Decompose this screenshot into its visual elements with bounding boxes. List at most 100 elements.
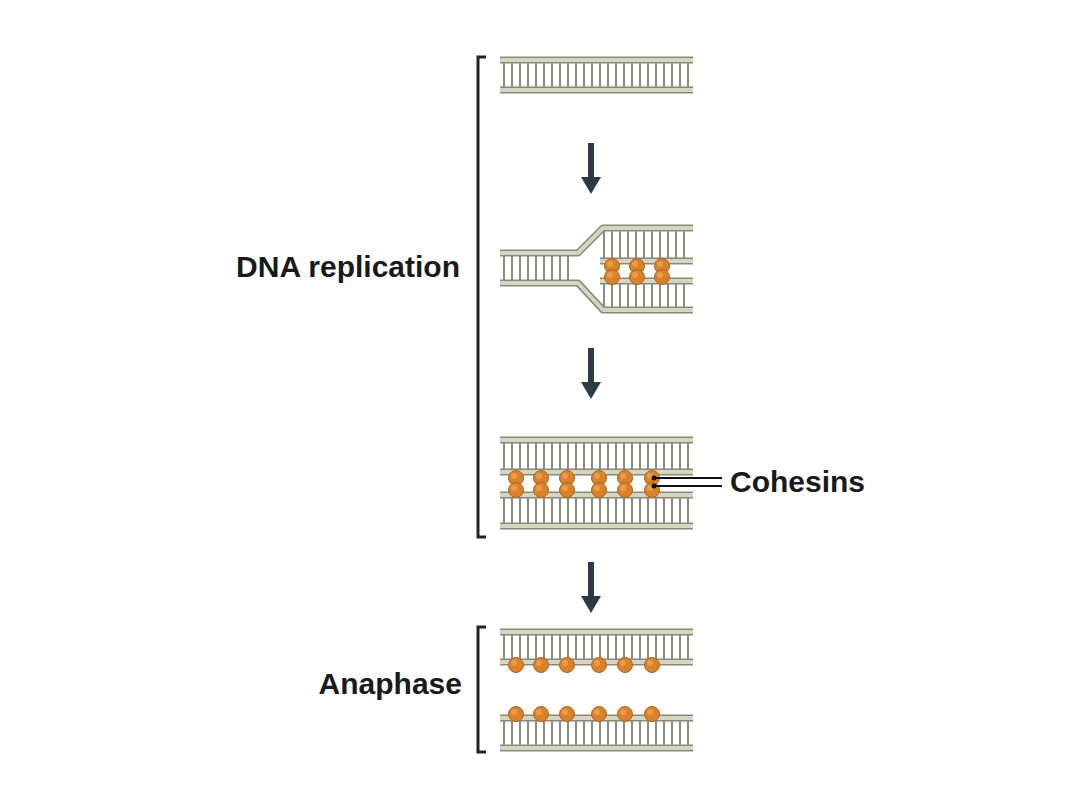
cohesin (509, 483, 524, 498)
base-pair (535, 440, 537, 472)
base-pair (663, 632, 665, 662)
base-pair (679, 632, 681, 662)
callout-label: Cohesins (730, 465, 865, 500)
base-pair (671, 632, 673, 662)
base-pair (655, 440, 657, 472)
cohesin-highlight (620, 485, 626, 491)
dna-strand (500, 88, 693, 92)
cohesin-highlight (562, 660, 568, 666)
base-pair (551, 495, 553, 526)
base-pair (591, 60, 593, 90)
cohesin (509, 707, 524, 722)
base-pair (503, 253, 505, 283)
cohesin-highlight (647, 660, 653, 666)
base-pair (631, 60, 633, 90)
base-pair (599, 495, 601, 526)
dna-strand (500, 228, 693, 253)
base-pair (687, 632, 689, 662)
base-pair (615, 718, 617, 748)
cohesin-highlight (536, 473, 542, 479)
base-pair (647, 60, 649, 90)
base-pair (607, 60, 609, 90)
cohesin-highlight (657, 272, 663, 278)
base-pair (627, 281, 629, 310)
base-pair (519, 495, 521, 526)
cohesin (592, 658, 607, 673)
base-pair (647, 718, 649, 748)
cohesin-highlight (536, 660, 542, 666)
base-pair (603, 228, 605, 261)
base-pair (639, 440, 641, 472)
base-pair (663, 718, 665, 748)
base-pair (503, 60, 505, 90)
base-pair (575, 718, 577, 748)
leader-dot (652, 476, 657, 481)
dna-strand (500, 523, 693, 530)
base-pair (583, 60, 585, 90)
base-pair (591, 440, 593, 472)
base-pair (615, 60, 617, 90)
base-pair (639, 60, 641, 90)
base-pair (667, 281, 669, 310)
cohesin-highlight (562, 473, 568, 479)
base-pair (551, 632, 553, 662)
base-pair (511, 60, 513, 90)
cohesin-highlight (511, 709, 517, 715)
base-pair (527, 60, 529, 90)
base-pair (567, 718, 569, 748)
base-pair (619, 228, 621, 261)
base-pair (535, 253, 537, 283)
base-pair (535, 495, 537, 526)
base-pair (511, 440, 513, 472)
cohesin (605, 270, 620, 285)
base-pair (675, 281, 677, 310)
base-pair (635, 228, 637, 261)
base-pair (567, 440, 569, 472)
base-pair (583, 718, 585, 748)
base-pair (559, 718, 561, 748)
base-pair (559, 440, 561, 472)
base-pair (535, 60, 537, 90)
base-pair (631, 440, 633, 472)
base-pair (535, 718, 537, 748)
cohesin (630, 270, 645, 285)
cohesin-highlight (657, 261, 663, 267)
base-pair (627, 228, 629, 261)
base-pair (655, 632, 657, 662)
cohesin (618, 483, 633, 498)
cohesin (560, 483, 575, 498)
base-pair (527, 253, 529, 283)
cohesin (645, 483, 660, 498)
dna-strand (500, 283, 693, 310)
stage-label: Anaphase (319, 667, 462, 702)
leader-line (654, 478, 722, 486)
base-pair (551, 440, 553, 472)
base-pair (647, 632, 649, 662)
base-pair (575, 495, 577, 526)
base-pair (527, 495, 529, 526)
cohesin-highlight (536, 485, 542, 491)
base-pair (687, 440, 689, 472)
base-pair (619, 281, 621, 310)
base-pair (623, 718, 625, 748)
base-pair (679, 440, 681, 472)
base-pair (643, 228, 645, 261)
cohesin (618, 707, 633, 722)
cohesin-highlight (511, 485, 517, 491)
cohesin-highlight (594, 485, 600, 491)
base-pair (683, 228, 685, 261)
base-pair (599, 60, 601, 90)
base-pair (659, 228, 661, 261)
base-pair (503, 440, 505, 472)
base-pair (599, 718, 601, 748)
base-pair (519, 718, 521, 748)
dna-strand (500, 438, 693, 442)
base-pair (655, 718, 657, 748)
cohesin-highlight (562, 709, 568, 715)
cohesin-highlight (562, 485, 568, 491)
cohesin-highlight (511, 473, 517, 479)
cohesin (560, 658, 575, 673)
base-pair (583, 495, 585, 526)
base-pair (655, 60, 657, 90)
cohesin (618, 658, 633, 673)
